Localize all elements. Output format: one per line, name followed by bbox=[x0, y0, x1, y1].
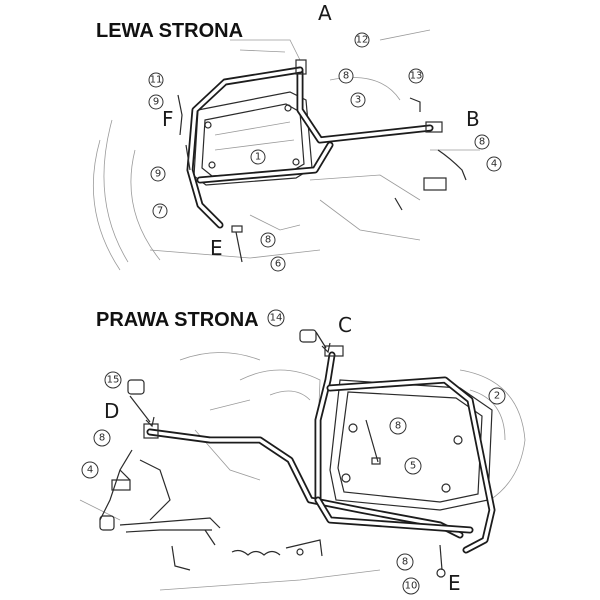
right-engine-sketch bbox=[79, 352, 526, 591]
label-letter-a: A bbox=[318, 1, 332, 25]
part-number: 7 bbox=[157, 206, 163, 217]
right-arrows bbox=[129, 331, 331, 428]
left-side-panel: LEWA STRONA bbox=[92, 1, 502, 272]
part-number: 4 bbox=[87, 465, 93, 476]
part-number: 3 bbox=[355, 95, 361, 106]
label-letter-b: B bbox=[466, 107, 480, 131]
left-side-title: LEWA STRONA bbox=[96, 20, 243, 42]
part-number: 2 bbox=[494, 391, 500, 402]
label-letter-d: D bbox=[104, 399, 119, 423]
part-number: 13 bbox=[410, 71, 423, 82]
right-side-title: PRAWA STRONA bbox=[96, 309, 259, 331]
label-letter-c: C bbox=[338, 313, 352, 337]
left-crash-bar bbox=[186, 59, 443, 229]
right-part-numbers: 14 15 8 4 2 8 5 8 10 bbox=[81, 309, 506, 595]
part-number: 10 bbox=[405, 581, 418, 592]
label-letter-e-bottom: E bbox=[448, 571, 461, 595]
part-number: 8 bbox=[402, 557, 408, 568]
part-number: 9 bbox=[153, 97, 159, 108]
left-hardware bbox=[177, 94, 467, 263]
part-number: 8 bbox=[343, 71, 349, 82]
part-number: 11 bbox=[150, 75, 163, 86]
right-crash-bar bbox=[143, 345, 496, 554]
part-number: 12 bbox=[356, 35, 369, 46]
right-side-panel: PRAWA STRONA bbox=[79, 309, 526, 595]
right-cylinder-cover bbox=[329, 379, 493, 511]
part-number: 6 bbox=[275, 259, 281, 270]
part-number: 8 bbox=[395, 421, 401, 432]
label-letter-f: F bbox=[162, 107, 174, 131]
part-number: 14 bbox=[270, 313, 283, 324]
left-engine-sketch bbox=[92, 29, 480, 271]
part-number: 9 bbox=[155, 169, 161, 180]
right-footrest-hardware bbox=[99, 329, 446, 578]
label-letter-e-top: E bbox=[210, 236, 223, 260]
left-part-numbers: 12 11 9 8 3 13 8 4 1 9 7 8 6 bbox=[148, 32, 502, 272]
part-number: 8 bbox=[265, 235, 271, 246]
part-number: 4 bbox=[491, 159, 497, 170]
part-number: 5 bbox=[410, 461, 416, 472]
part-number: 1 bbox=[255, 152, 261, 163]
part-number: 15 bbox=[107, 375, 120, 386]
part-number: 8 bbox=[99, 433, 105, 444]
part-number: 8 bbox=[479, 137, 485, 148]
